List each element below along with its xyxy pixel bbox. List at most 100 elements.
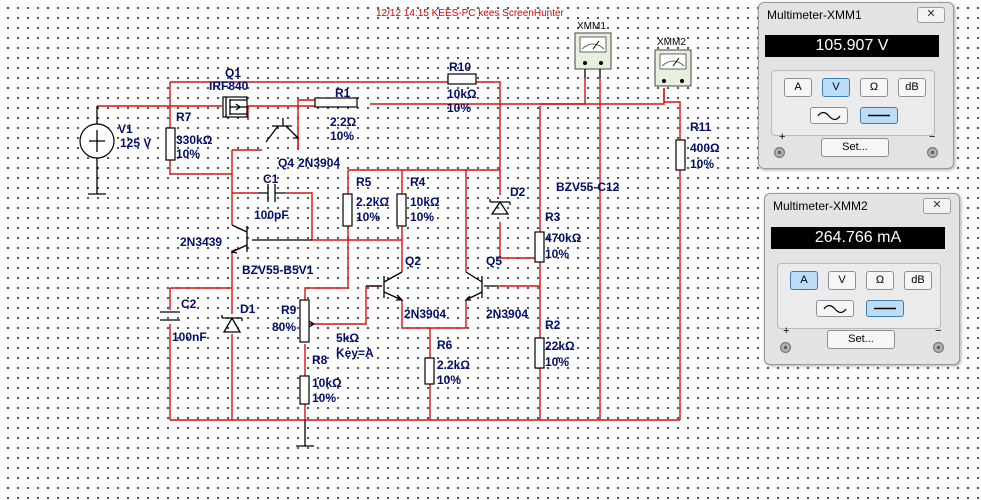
r4-label: R4	[410, 175, 426, 189]
plus-label: +	[779, 131, 786, 143]
r6-tol: 10%	[437, 373, 461, 387]
multimeter-instrument-icon[interactable]	[654, 49, 692, 87]
r5-value: 2.2kΩ	[356, 195, 389, 209]
resistor-icon[interactable]	[675, 139, 686, 171]
resistor-icon[interactable]	[342, 193, 353, 227]
xmm1-label: XMM1	[577, 21, 606, 32]
r5-tol: 10%	[356, 210, 380, 224]
resistor-icon[interactable]	[299, 375, 310, 405]
q5-model: 2N3904	[486, 307, 528, 321]
minus-label: −	[929, 131, 936, 143]
mode-amps-button[interactable]: A	[784, 78, 812, 97]
ac-mode-button[interactable]	[816, 300, 854, 317]
dc-source-icon[interactable]	[79, 106, 115, 162]
r11-label: R11	[690, 120, 712, 134]
multimeter-window-xmm1[interactable]: Multimeter-XMM1 ✕ 105.907 V A V Ω dB Set…	[758, 2, 954, 169]
transistor-icon[interactable]	[366, 271, 404, 301]
mode-ohms-button[interactable]: Ω	[860, 78, 888, 97]
q2-model: 2N3904	[404, 307, 446, 321]
r11-tol: 10%	[690, 157, 714, 171]
mode-volts-button[interactable]: V	[822, 78, 850, 97]
set-button[interactable]: Set...	[821, 138, 889, 157]
mosfet-icon[interactable]	[222, 96, 248, 118]
transistor-icon[interactable]	[265, 118, 300, 143]
r10-value: 10kΩ	[447, 87, 477, 101]
q4-label: Q4	[278, 156, 294, 170]
r6-label: R6	[437, 338, 453, 352]
r9-key: Key=A	[336, 346, 374, 360]
resistor-icon[interactable]	[447, 73, 477, 85]
q5-label: Q5	[486, 254, 502, 268]
v1-value: 125 V	[120, 136, 151, 150]
dc-mode-button[interactable]	[860, 107, 898, 124]
r3-tol: 10%	[545, 247, 569, 261]
r9-label: R9	[281, 303, 297, 317]
r6-value: 2.2kΩ	[437, 358, 470, 372]
resistor-icon[interactable]	[534, 337, 545, 369]
negative-terminal[interactable]	[927, 147, 938, 158]
xmm2-label: XMM2	[657, 37, 686, 48]
negative-terminal[interactable]	[933, 342, 944, 353]
v1-label: V1	[118, 122, 133, 136]
set-button[interactable]: Set...	[827, 330, 895, 349]
q1-label: Q1	[225, 66, 241, 80]
transistor-icon[interactable]	[230, 224, 312, 254]
multimeter-instrument-icon[interactable]	[574, 32, 612, 78]
d1-label: D1	[240, 302, 256, 316]
potentiometer-icon[interactable]	[299, 299, 315, 343]
r8-value: 10kΩ	[312, 376, 342, 390]
c1-label: C1	[263, 172, 279, 186]
meter-reading: 264.766 mA	[771, 227, 945, 249]
r3-label: R3	[545, 210, 561, 224]
sine-wave-icon	[823, 304, 847, 314]
c1-value: 100pF	[254, 208, 289, 222]
resistor-icon[interactable]	[396, 193, 407, 227]
multimeter-window-xmm2[interactable]: Multimeter-XMM2 ✕ 264.766 mA A V Ω dB Se…	[764, 193, 960, 365]
meter-control-panel: A V Ω dB	[771, 70, 935, 136]
resistor-icon[interactable]	[165, 127, 176, 161]
r1-tol: 10%	[330, 129, 354, 143]
close-button[interactable]: ✕	[923, 198, 951, 214]
r2-label: R2	[545, 318, 561, 332]
r2-value: 22kΩ	[545, 339, 575, 353]
r7-tol: 10%	[176, 147, 200, 161]
plus-label: +	[783, 325, 790, 337]
r8-label: R8	[312, 353, 328, 367]
d1-model: BZV55-B5V1	[242, 263, 314, 277]
zener-diode-icon[interactable]	[489, 199, 511, 215]
ac-mode-button[interactable]	[810, 107, 848, 124]
positive-terminal[interactable]	[780, 342, 791, 353]
zener-diode-icon[interactable]	[221, 315, 243, 333]
capacitor-icon[interactable]	[160, 311, 180, 321]
r8-tol: 10%	[312, 391, 336, 405]
dc-mode-button[interactable]	[866, 300, 904, 317]
r1-value: 2.2Ω	[330, 115, 357, 129]
dc-line-icon	[874, 307, 896, 310]
r4-value: 10kΩ	[410, 195, 440, 209]
mode-volts-button[interactable]: V	[828, 271, 856, 290]
r3-value: 470kΩ	[545, 231, 582, 245]
r10-tol: 10%	[447, 101, 471, 115]
resistor-icon[interactable]	[534, 231, 545, 263]
close-button[interactable]: ✕	[917, 7, 945, 23]
dc-line-icon	[868, 114, 890, 117]
r1-label: R1	[335, 86, 351, 100]
r5-label: R5	[356, 175, 372, 189]
mode-db-button[interactable]: dB	[898, 78, 926, 97]
capacitor-icon[interactable]	[258, 184, 285, 202]
mode-db-button[interactable]: dB	[904, 271, 932, 290]
r7-value: 330kΩ	[176, 133, 213, 147]
r11-value: 400Ω	[690, 141, 720, 155]
mode-ohms-button[interactable]: Ω	[866, 271, 894, 290]
resistor-icon[interactable]	[424, 357, 435, 385]
transistor-icon[interactable]	[464, 271, 498, 301]
window-title: Multimeter-XMM2	[773, 199, 868, 213]
mode-amps-button[interactable]: A	[790, 271, 818, 290]
wires	[97, 78, 681, 421]
resistor-icon[interactable]	[314, 97, 358, 108]
positive-terminal[interactable]	[774, 147, 785, 158]
minus-label: −	[935, 325, 942, 337]
meter-control-panel: A V Ω dB	[777, 263, 941, 329]
d2-model: BZV55-C12	[556, 180, 620, 194]
